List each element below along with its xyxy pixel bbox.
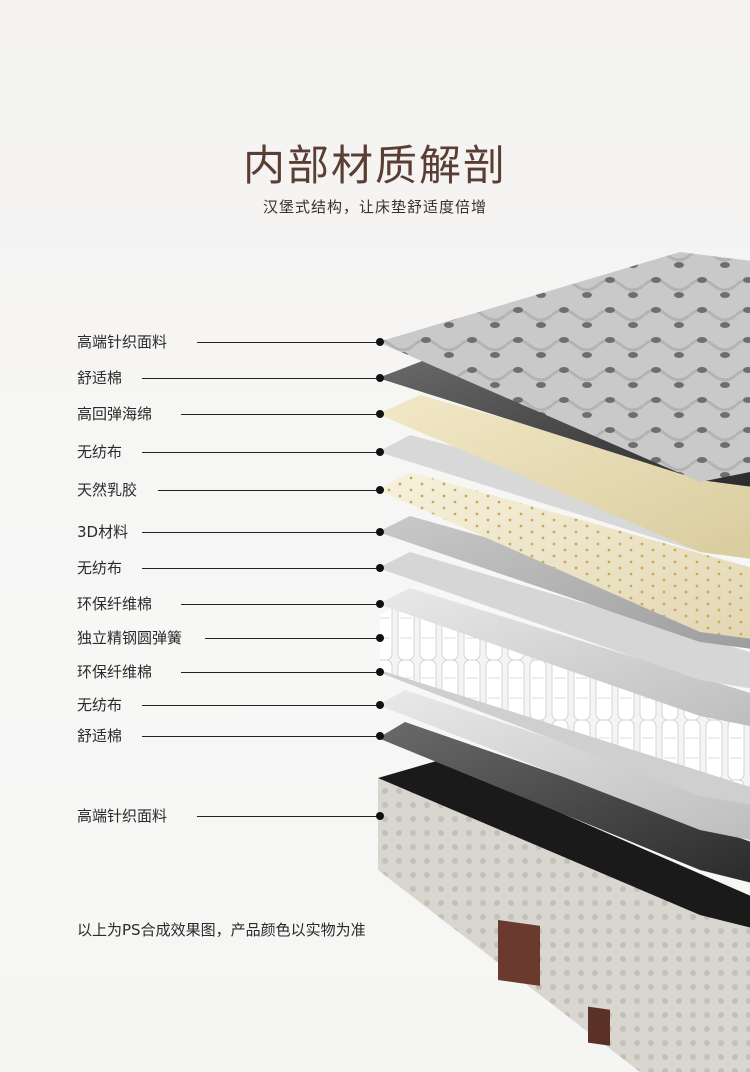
marker-dot-8 (376, 600, 384, 608)
marker-dot-4 (376, 448, 384, 456)
leader-line-9 (205, 638, 380, 639)
label-layer-12: 舒适棉 (77, 727, 123, 745)
leader-line-4 (142, 452, 380, 453)
layer-top-knit-fabric (378, 252, 750, 482)
leader-line-12 (142, 736, 380, 737)
leader-line-11 (142, 705, 380, 706)
label-layer-10: 环保纤维棉 (77, 663, 153, 681)
layer-non-woven-middle (378, 552, 750, 689)
label-layer-11: 无纺布 (77, 696, 123, 714)
leader-line-13 (197, 816, 380, 817)
label-layer-9: 独立精钢圆弹簧 (77, 629, 183, 647)
brand-tag-logo (498, 919, 540, 986)
label-layer-2: 舒适棉 (77, 369, 123, 387)
marker-dot-7 (376, 564, 384, 572)
layer-eco-fiber-top (378, 588, 750, 726)
marker-dot-3 (376, 410, 384, 418)
leader-line-8 (181, 604, 380, 605)
leader-line-10 (181, 672, 380, 673)
marker-dot-2 (376, 374, 384, 382)
leader-line-1 (197, 342, 380, 343)
label-layer-1: 高端针织面料 (77, 333, 168, 351)
side-handle-tag (588, 1006, 610, 1046)
marker-dot-9 (376, 634, 384, 642)
layer-pocket-springs (380, 600, 750, 787)
marker-dot-10 (376, 668, 384, 676)
marker-dot-11 (376, 701, 384, 709)
marker-dot-1 (376, 338, 384, 346)
leader-line-5 (158, 490, 380, 491)
label-layer-13: 高端针织面料 (77, 807, 168, 825)
base-mattress-top (378, 760, 750, 928)
leader-line-2 (142, 378, 380, 379)
layer-high-resilience-foam (378, 395, 750, 559)
label-layer-8: 环保纤维棉 (77, 595, 153, 613)
disclaimer-note: 以上为PS合成效果图，产品颜色以实物为准 (77, 921, 366, 939)
leader-line-3 (181, 414, 380, 415)
layer-latex-pinholes (378, 472, 750, 639)
marker-dot-5 (376, 486, 384, 494)
page-subtitle: 汉堡式结构，让床垫舒适度倍增 (262, 198, 487, 216)
label-layer-5: 天然乳胶 (77, 481, 138, 499)
label-layer-4: 无纺布 (77, 443, 123, 461)
layer-non-woven-bottom (378, 690, 750, 840)
marker-dot-6 (376, 528, 384, 536)
base-mattress-side (378, 760, 750, 1072)
marker-dot-12 (376, 732, 384, 740)
leader-line-6 (142, 532, 380, 533)
layer-comfort-cotton-bottom (378, 722, 750, 883)
marker-dot-13 (376, 812, 384, 820)
layer-3d-material (378, 516, 750, 649)
leader-line-7 (142, 568, 380, 569)
label-layer-3: 高回弹海绵 (77, 405, 153, 423)
label-layer-6: 3D材料 (77, 523, 129, 541)
label-layer-7: 无纺布 (77, 559, 123, 577)
page-title: 内部材质解剖 (242, 141, 507, 190)
